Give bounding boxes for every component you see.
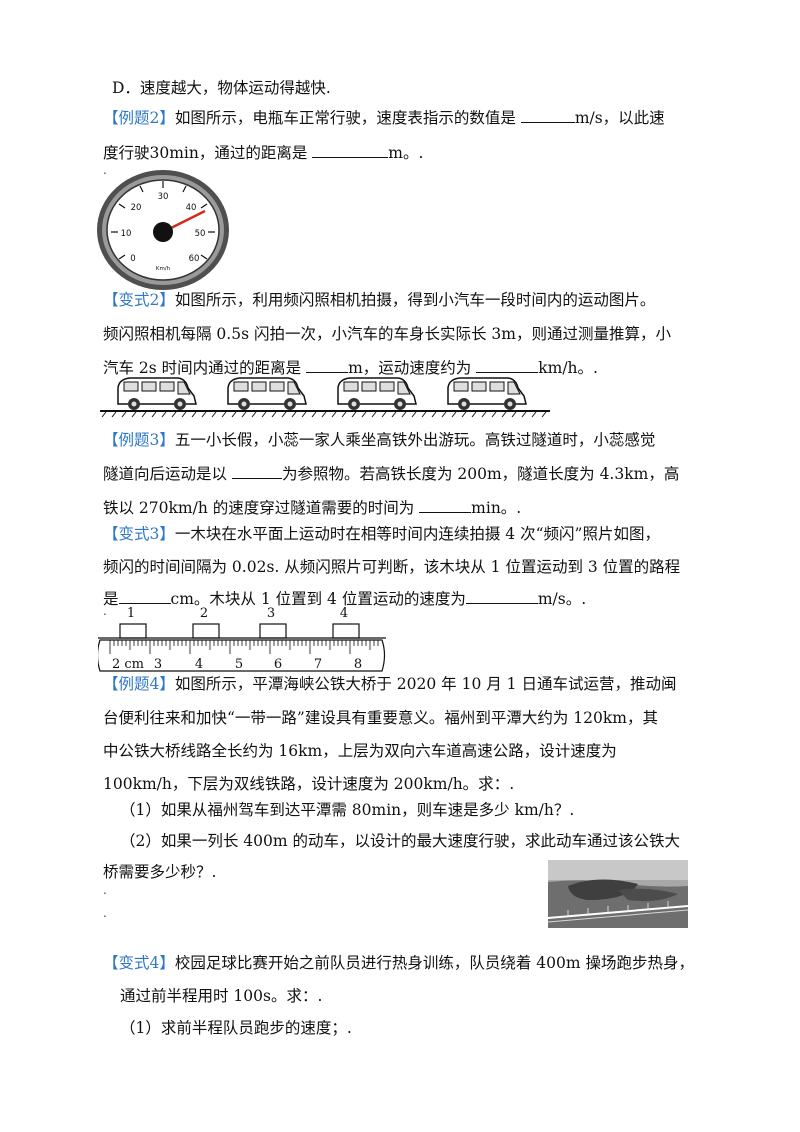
- variant2-text-c1: 汽车 2s 时间内通过的距离是: [103, 359, 307, 377]
- example2-unit-b: m。.: [388, 144, 424, 162]
- block-position-2: [192, 623, 220, 639]
- speed-tick-label: 50: [195, 229, 206, 239]
- variant4-line2: 通过前半程用时 100s。求：.: [120, 987, 323, 1005]
- speed-tick-label: 0: [130, 254, 135, 264]
- ruler-label: 7: [314, 657, 322, 672]
- answer-blank[interactable]: [465, 589, 538, 604]
- bridge-photo: [548, 860, 688, 928]
- position-label: 4: [340, 606, 348, 621]
- variant2-line3: 汽车 2s 时间内通过的距离是 m，运动速度约为 km/h。.: [103, 358, 598, 378]
- speed-tick-label: 60: [189, 254, 200, 264]
- speed-tick-label: 20: [131, 203, 142, 213]
- ruler-label: 4: [195, 657, 203, 672]
- variant2-text-c2: m，运动速度约为: [348, 359, 477, 377]
- variant4-question1: （1）求前半程队员跑步的速度；.: [120, 1019, 352, 1037]
- paragraph-mark: .: [103, 163, 107, 177]
- answer-blank[interactable]: [231, 464, 282, 479]
- example3-text-a: 五一小长假，小蕊一家人乘坐高铁外出游玩。高铁过隧道时，小蕊感觉: [174, 431, 656, 449]
- example4-tag: 【例题4】: [103, 675, 175, 693]
- variant4-text-a: 校园足球比赛开始之前队员进行热身训练，队员绕着 400m 操场跑步热身，: [174, 954, 695, 972]
- variant3-text-c3: m/s。.: [537, 590, 587, 608]
- answer-blank[interactable]: [312, 143, 389, 158]
- example3-text-b1: 隧道向后运动是以: [103, 465, 232, 483]
- van-icon: [117, 377, 197, 410]
- speed-unit-label: Km/h: [156, 266, 171, 272]
- answer-blank[interactable]: [419, 498, 472, 513]
- ruler-flash-figure: 1 2 3 4 2 cm 3 4 5 6 7 8: [98, 606, 386, 672]
- variant3-line1: 【变式3】一木块在水平面上运动时在相等时间内连续拍摄 4 次“频闪”照片如图，: [103, 524, 660, 544]
- answer-blank[interactable]: [520, 108, 575, 123]
- variant2-line1: 【变式2】如图所示，利用频闪照相机拍摄，得到小汽车一段时间内的运动图片。: [103, 290, 655, 310]
- answer-blank[interactable]: [476, 358, 539, 373]
- variant4-line1: 【变式4】校园足球比赛开始之前队员进行热身训练，队员绕着 400m 操场跑步热身…: [103, 953, 694, 973]
- variant3-line3: 是 cm。木块从 1 位置到 4 位置运动的速度为 m/s。.: [103, 589, 586, 609]
- variant3-text-c1: 是: [103, 590, 119, 608]
- example3-text-c2: min。.: [471, 499, 522, 517]
- van-icon: [227, 377, 307, 410]
- example4-line1: 【例题4】如图所示，平潭海峡公铁大桥于 2020 年 10 月 1 日通车试运营…: [103, 674, 676, 694]
- example2-unit-a: m/s，以此速: [574, 109, 665, 127]
- variant3-text-a: 一木块在水平面上运动时在相等时间内连续拍摄 4 次“频闪”照片如图，: [174, 525, 660, 543]
- paragraph-mark: .: [103, 883, 107, 897]
- example4-question1: （1）如果从福州驾车到达平潭需 80min，则车速是多少 km/h？.: [120, 801, 575, 819]
- flash-photo-vans-figure: [100, 377, 550, 418]
- example4-line2: 台便利往来和加快“一带一路”建设具有重要意义。福州到平潭大约为 120km，其: [103, 709, 658, 727]
- example4-question2-a: （2）如果一列长 400m 的动车，以设计的最大速度行驶，求此动车通过该公铁大: [120, 832, 681, 850]
- example4-text-a: 如图所示，平潭海峡公铁大桥于 2020 年 10 月 1 日通车试运营，推动闽: [174, 675, 677, 693]
- ruler-label: 8: [354, 657, 362, 672]
- variant2-text-a: 如图所示，利用频闪照相机拍摄，得到小汽车一段时间内的运动图片。: [174, 291, 656, 309]
- example2-text-a: 如图所示，电瓶车正常行驶，速度表指示的数值是: [174, 109, 521, 127]
- ruler-label: 5: [235, 657, 243, 672]
- variant4-tag: 【变式4】: [103, 954, 175, 972]
- variant2-tag: 【变式2】: [103, 291, 175, 309]
- example3-line3: 铁以 270km/h 的速度穿过隧道需要的时间为 min。.: [103, 498, 521, 518]
- ruler-label: 2 cm: [112, 657, 144, 672]
- example2-line1: 【例题2】如图所示，电瓶车正常行驶，速度表指示的数值是 m/s，以此速: [103, 108, 665, 128]
- position-label: 1: [127, 606, 135, 621]
- example2-text-b: 度行驶30min，通过的距离是: [103, 144, 313, 162]
- speed-tick-label: 10: [121, 229, 132, 239]
- speed-tick-label: 30: [158, 192, 169, 202]
- variant3-text-c2: cm。木块从 1 位置到 4 位置运动的速度为: [170, 590, 466, 608]
- van-icon: [337, 377, 417, 410]
- example4-line4: 100km/h，下层为双线铁路，设计速度为 200km/h。求：.: [103, 775, 515, 793]
- answer-blank[interactable]: [118, 589, 171, 604]
- needle-hub: [153, 222, 173, 242]
- variant3-line2: 频闪的时间间隔为 0.02s. 从频闪照片可判断，该木块从 1 位置运动到 3 …: [103, 558, 681, 576]
- paragraph-mark: .: [103, 906, 107, 920]
- position-label: 3: [267, 606, 275, 621]
- example3-line2: 隧道向后运动是以 为参照物。若高铁长度为 200m，隧道长度为 4.3km，高: [103, 464, 679, 484]
- speedometer-figure: 0 10 20 30 40 50 60 Km/h: [97, 170, 229, 290]
- option-d: D．速度越大，物体运动得越快.: [112, 79, 331, 97]
- answer-blank[interactable]: [306, 358, 349, 373]
- variant2-text-c3: km/h。.: [538, 359, 598, 377]
- speed-tick-label: 40: [186, 203, 197, 213]
- variant2-line2: 频闪照相机每隔 0.5s 闪拍一次，小汽车的车身长实际长 3m，则通过测量推算，…: [103, 325, 671, 343]
- van-icon: [447, 377, 527, 410]
- paragraph-mark: .: [103, 604, 107, 618]
- ruler-label: 6: [274, 657, 282, 672]
- ruler-label: 3: [154, 657, 162, 672]
- block-position-3: [259, 623, 287, 639]
- variant3-tag: 【变式3】: [103, 525, 175, 543]
- example4-line3: 中公铁大桥线路全长约为 16km，上层为双向六车道高速公路，设计速度为: [103, 742, 617, 760]
- position-label: 2: [200, 606, 208, 621]
- example3-tag: 【例题3】: [103, 431, 175, 449]
- example2-tag: 【例题2】: [103, 109, 175, 127]
- example2-line2: 度行驶30min，通过的距离是 m。.: [103, 143, 423, 163]
- example3-text-b2: 为参照物。若高铁长度为 200m，隧道长度为 4.3km，高: [281, 465, 680, 483]
- block-position-4: [332, 623, 360, 639]
- example4-question2-b: 桥需要多少秒？.: [103, 863, 217, 881]
- example3-line1: 【例题3】五一小长假，小蕊一家人乘坐高铁外出游玩。高铁过隧道时，小蕊感觉: [103, 430, 655, 450]
- example3-text-c1: 铁以 270km/h 的速度穿过隧道需要的时间为: [103, 499, 420, 517]
- block-position-1: [119, 623, 147, 639]
